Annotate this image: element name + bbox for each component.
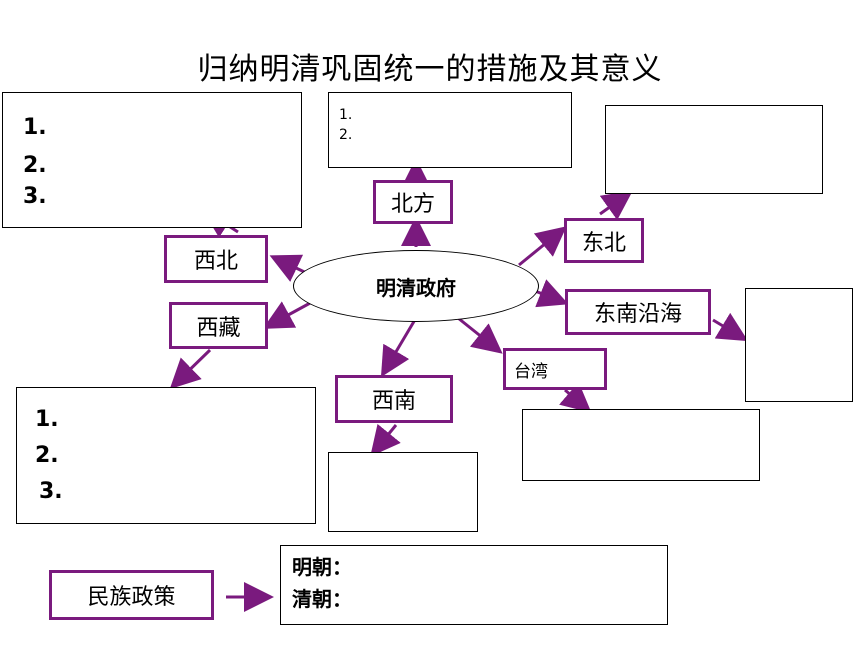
policy-lines: 明朝： 清朝： [292, 551, 352, 615]
region-label-southeast: 东南沿海 [565, 289, 711, 335]
region-label-tibet: 西藏 [169, 302, 268, 349]
northwest-list: 1. 2. 3. [23, 109, 301, 209]
list-item: 3. [39, 479, 63, 504]
list-item: 1. [339, 107, 353, 123]
center-node: 明清政府 [293, 250, 539, 322]
list-item: 2. [23, 153, 47, 178]
answer-box-southwest [328, 452, 478, 532]
answer-box-taiwan [522, 409, 760, 481]
region-label-northeast: 东北 [564, 218, 644, 263]
list-item: 3. [23, 184, 47, 209]
region-label-southwest: 西南 [335, 375, 453, 423]
north-list: 1. 2. [339, 105, 571, 145]
policy-ming: 明朝： [292, 555, 352, 579]
list-item: 1. [35, 407, 59, 432]
arrow-center-tibet [262, 300, 313, 329]
region-label-northwest: 西北 [164, 235, 268, 283]
policy-answer-box [280, 545, 668, 625]
policy-label: 民族政策 [49, 570, 214, 620]
answer-box-tibet: 1. 2. 3. [16, 387, 316, 524]
arrow-center-northeast [518, 226, 567, 267]
arrow-tibet-box [169, 348, 212, 390]
answer-box-southeast [745, 288, 853, 402]
page-title: 归纳明清巩固统一的措施及其意义 [197, 52, 663, 87]
answer-box-northwest: 1. 2. 3. [2, 92, 302, 228]
region-label-north: 北方 [373, 180, 453, 224]
tibet-list: 1. 2. 3. [35, 402, 315, 510]
list-item: 2. [339, 127, 353, 143]
arrow-southeast-box [712, 312, 749, 342]
answer-box-north: 1. 2. [328, 92, 572, 168]
arrow-center-southwest [380, 317, 418, 378]
arrow-center-taiwan [457, 316, 503, 354]
list-item: 2. [35, 443, 59, 468]
arrow-taiwan-box [559, 381, 592, 413]
arrow-northeast-box [599, 190, 633, 221]
region-label-taiwan: 台湾 [503, 348, 607, 390]
arrow-southwest-box [370, 423, 401, 457]
list-item: 1. [23, 115, 47, 140]
policy-qing: 清朝： [292, 587, 352, 611]
answer-box-northeast [605, 105, 823, 194]
